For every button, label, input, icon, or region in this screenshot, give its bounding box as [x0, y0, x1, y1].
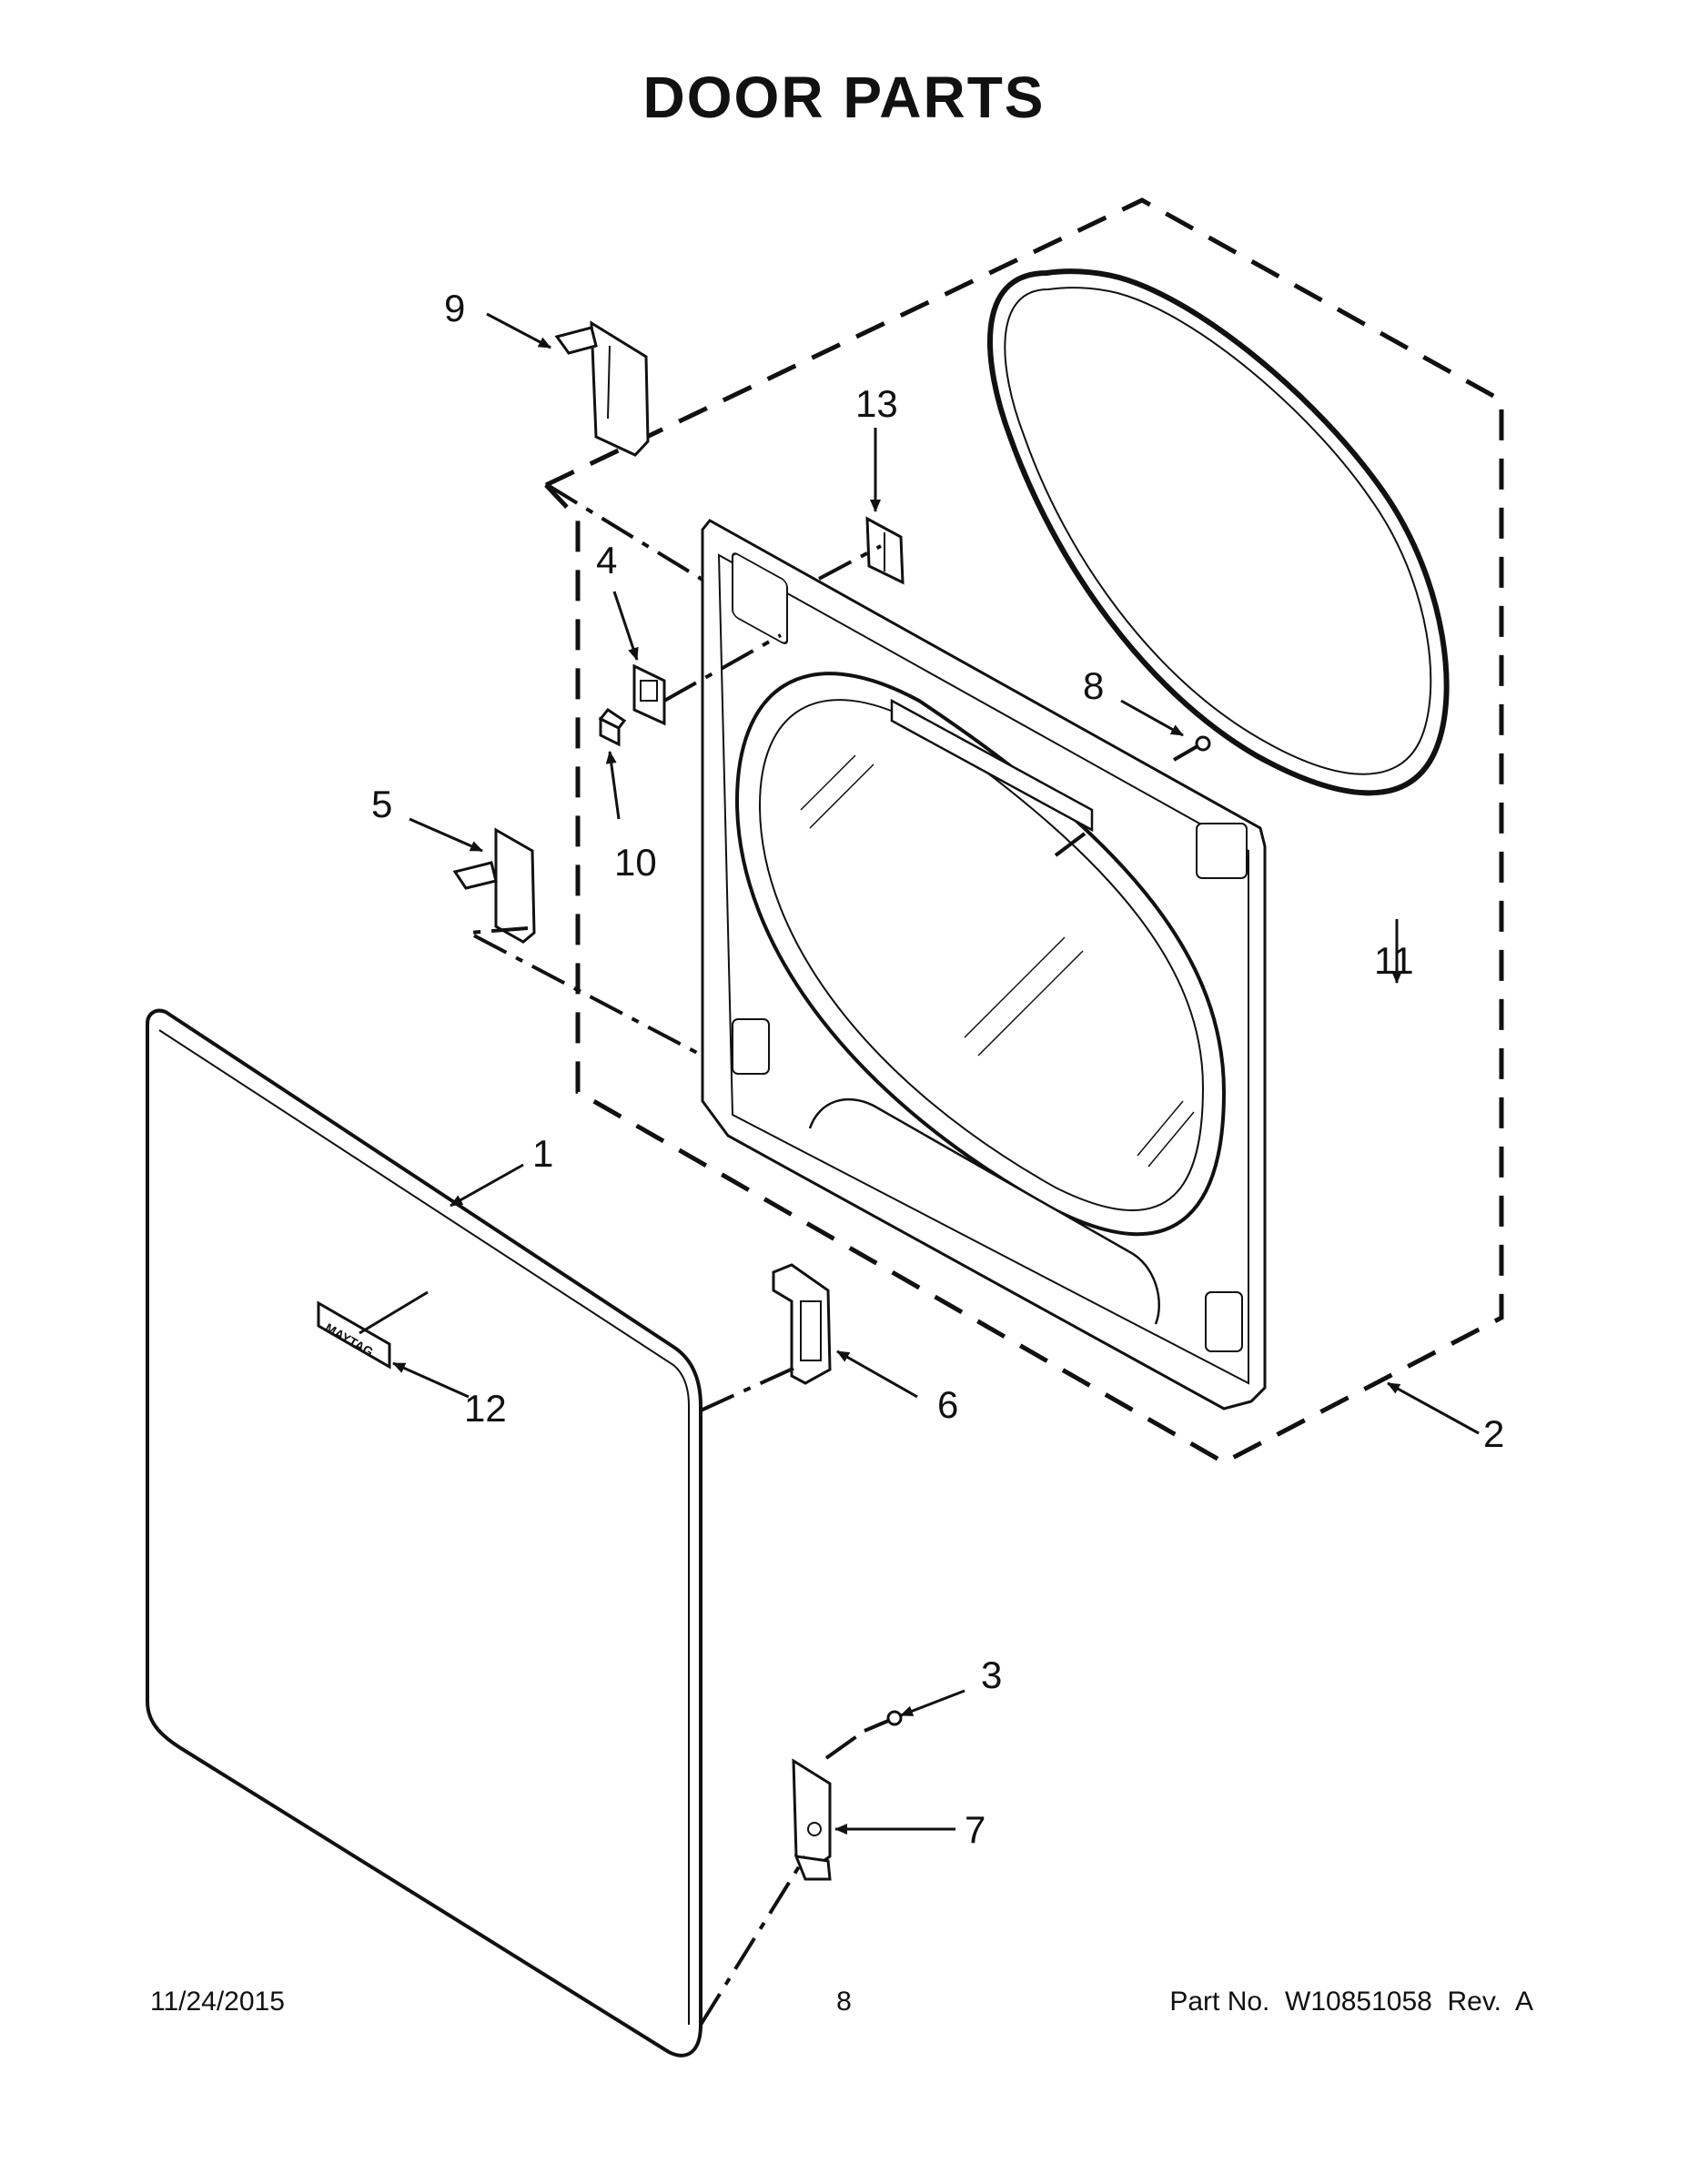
callout-leader-12-extra — [359, 1290, 429, 1335]
callout-5: 5 — [371, 783, 392, 825]
callout-11: 11 — [1374, 939, 1414, 982]
callout-6: 6 — [937, 1383, 958, 1426]
callout-13: 13 — [855, 382, 898, 425]
screw-upper — [1173, 735, 1211, 762]
callout-1: 1 — [532, 1132, 553, 1175]
callout-3: 3 — [981, 1653, 1002, 1696]
inner-door-panel — [701, 519, 1267, 1410]
latch-plate — [632, 663, 666, 726]
callout-10: 10 — [614, 841, 657, 884]
lower-hinge — [792, 1758, 832, 1881]
callout-leaders — [392, 312, 1480, 1835]
footer-date: 11/24/2015 — [150, 1987, 285, 2017]
footer-part-number: Part No. W10851058 Rev. A — [1169, 1987, 1533, 2017]
assembly-lines — [461, 482, 1094, 2027]
upper-hinge — [772, 1263, 832, 1385]
callout-9: 9 — [444, 287, 465, 329]
hinge-cover-top — [554, 320, 650, 457]
door-gasket — [987, 268, 1450, 796]
small-parts — [452, 320, 1211, 1881]
callout-2: 2 — [1483, 1412, 1504, 1455]
callout-4: 4 — [596, 539, 617, 581]
outer-door-panel: MAYTAG — [146, 1008, 702, 2058]
strike-clip — [865, 516, 905, 585]
callout-12: 12 — [464, 1387, 507, 1430]
door-latch — [598, 707, 627, 747]
callout-8: 8 — [1083, 664, 1104, 707]
screw-lower — [864, 1710, 903, 1733]
footer-page-number: 8 — [836, 1987, 852, 2017]
page-title: DOOR PARTS — [642, 65, 1046, 130]
callout-7: 7 — [965, 1808, 986, 1851]
hinge-cover-bottom — [452, 827, 536, 944]
